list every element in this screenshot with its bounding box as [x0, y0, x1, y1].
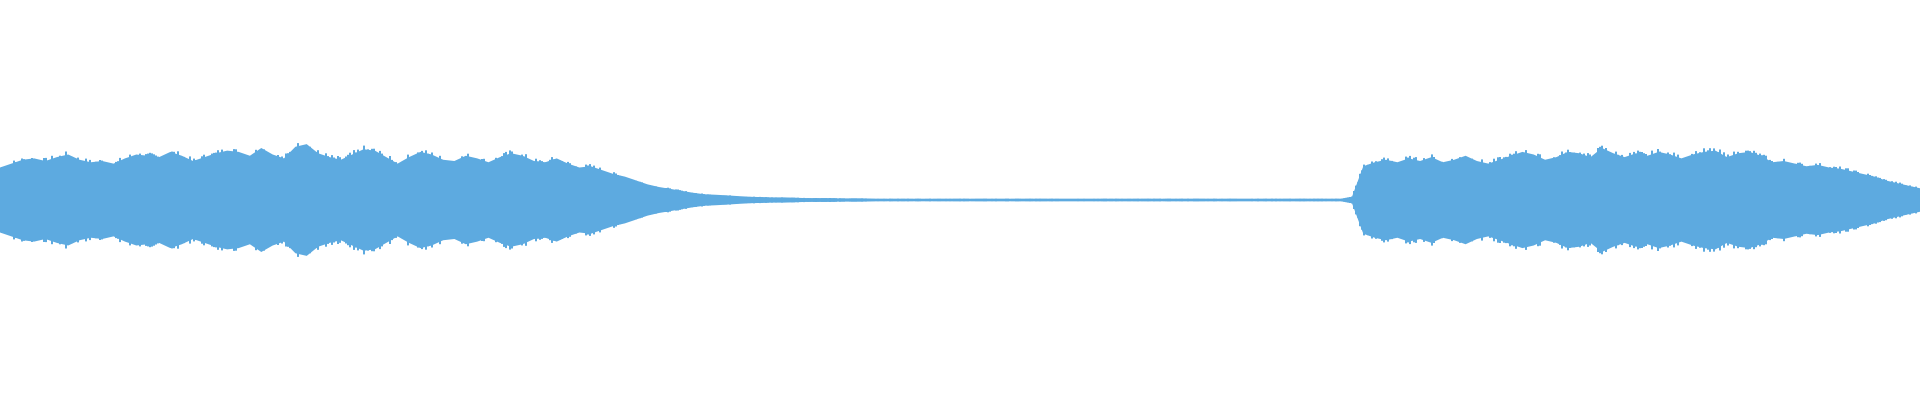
waveform-detail — [0, 143, 1919, 257]
